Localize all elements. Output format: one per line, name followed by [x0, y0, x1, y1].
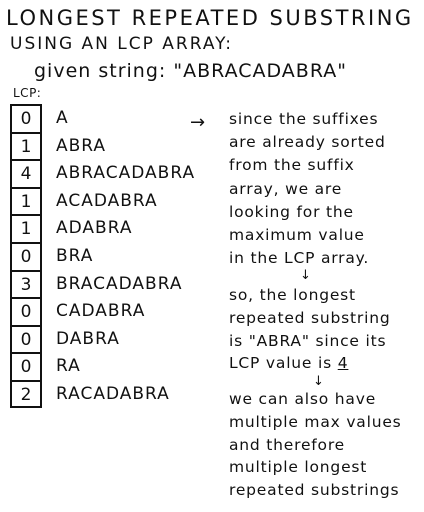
- lcp-cell: 1: [12, 216, 40, 244]
- suffix-item: DABRA: [56, 329, 120, 349]
- note-line: and therefore: [229, 436, 346, 454]
- lcp-cell: 1: [12, 134, 40, 162]
- lcp-label: LCP:: [13, 86, 42, 100]
- given-value: "ABRACADABRA": [173, 60, 347, 82]
- right-arrow-icon: →: [190, 112, 206, 133]
- lcp-array-box: 0 1 4 1 1 0 3 0 0 0 2: [10, 104, 42, 408]
- note-line: are already sorted: [229, 133, 386, 151]
- lcp-cell: 3: [12, 272, 40, 300]
- suffix-item: BRA: [56, 246, 94, 266]
- lcp-cell: 0: [12, 327, 40, 355]
- note-line: is "ABRA" since its: [229, 332, 387, 350]
- note-line: from the suffix: [229, 156, 355, 174]
- note-line: we can also have: [229, 390, 377, 408]
- suffix-item: BRACADABRA: [56, 274, 183, 294]
- suffix-item: ACADABRA: [56, 191, 158, 211]
- note-line: since the suffixes: [229, 110, 379, 128]
- suffix-item: ABRACADABRA: [56, 163, 196, 183]
- note-line: repeated substrings: [229, 481, 400, 499]
- lcp-cell: 1: [12, 189, 40, 217]
- lcp-cell: 0: [12, 299, 40, 327]
- lcp-cell: 0: [12, 106, 40, 134]
- lcp-max-value: 4: [337, 354, 349, 372]
- note-line: repeated substring: [229, 309, 391, 327]
- title-line-1: LONGEST REPEATED SUBSTRING: [6, 6, 414, 30]
- suffix-item: A: [56, 108, 69, 128]
- lcp-cell: 0: [12, 244, 40, 272]
- lcp-cell: 0: [12, 354, 40, 382]
- down-arrow-icon: ↓: [313, 374, 324, 389]
- suffix-item: CADABRA: [56, 301, 146, 321]
- note-line: LCP value is 4: [229, 354, 348, 372]
- title-line-2: USING AN LCP ARRAY:: [10, 34, 234, 54]
- given-string: given string: "ABRACADABRA": [34, 60, 347, 82]
- note-line: so, the longest: [229, 286, 356, 304]
- given-label: given string:: [34, 60, 167, 82]
- suffix-item: ADABRA: [56, 218, 133, 238]
- note-line: multiple longest: [229, 458, 368, 476]
- note-line: in the LCP array.: [229, 249, 370, 267]
- suffix-item: RACADABRA: [56, 384, 170, 404]
- down-arrow-icon: ↓: [300, 268, 311, 283]
- lcp-cell: 4: [12, 161, 40, 189]
- note-line: looking for the: [229, 203, 354, 221]
- note-line: array, we are: [229, 180, 343, 198]
- note-line: multiple max values: [229, 413, 402, 431]
- note-line: maximum value: [229, 226, 365, 244]
- lcp-cell: 2: [20, 385, 32, 405]
- note-text: LCP value is: [229, 354, 338, 372]
- suffix-item: ABRA: [56, 136, 107, 156]
- suffix-item: RA: [56, 356, 81, 376]
